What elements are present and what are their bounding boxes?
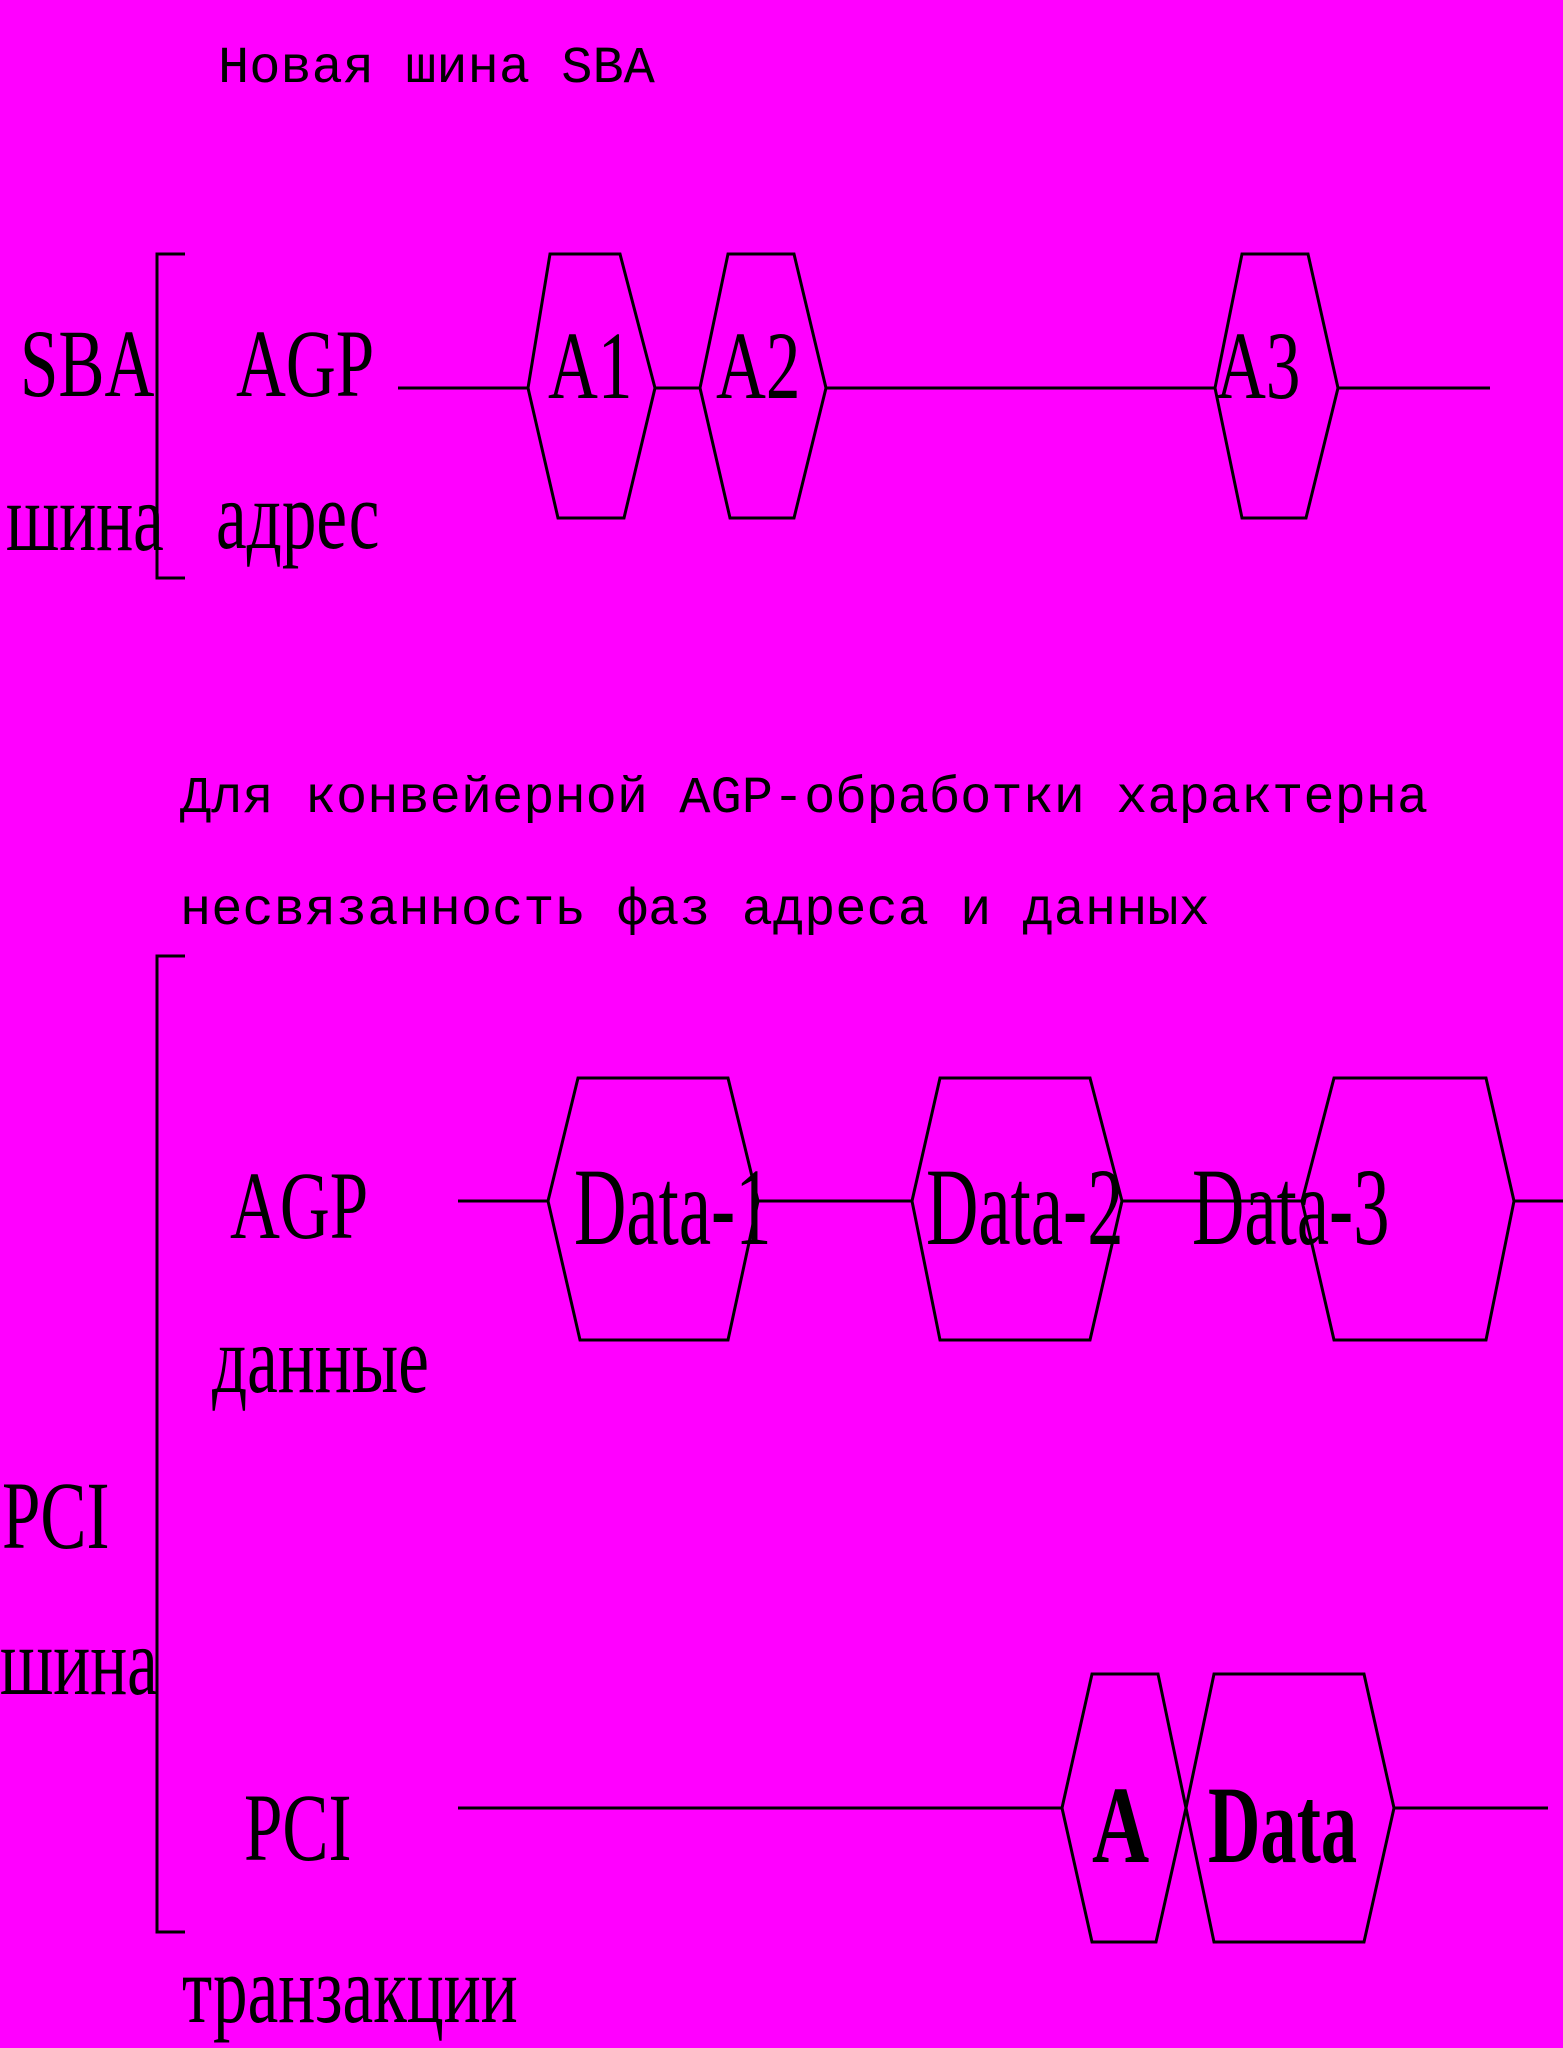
pipeline-caption-line1: Для конвейерной AGP-обработки характерна: [180, 769, 1428, 828]
pci-group-label-line2: шина: [0, 1609, 158, 1716]
sba-group-label-line1: SBA: [20, 311, 154, 418]
phase-label-a3: A3: [1216, 313, 1300, 420]
pipeline-caption-line2: несвязанность фаз адреса и данных: [180, 881, 1210, 940]
phase-label-data: Data: [1208, 1765, 1357, 1887]
phase-label-a2: A2: [716, 313, 800, 420]
pci-signal-label-line1: PCI: [244, 1775, 352, 1882]
agp-data-label-line1: AGP: [230, 1153, 368, 1260]
agp-address-signal: A1 A2 A3: [398, 252, 1490, 520]
sba-group-bracket: [155, 252, 185, 580]
agp-address-label-line1: AGP: [236, 311, 374, 418]
phase-label-data-2: Data-2: [926, 1147, 1124, 1269]
sba-group-label-line2: шина: [6, 465, 164, 572]
agp-address-label-line2: адрес: [216, 463, 379, 570]
phase-label-a1: A1: [548, 313, 632, 420]
pci-signal-label-line2: транзакции: [182, 1937, 518, 2044]
phase-label-data-3: Data-3: [1192, 1147, 1390, 1269]
sba-caption: Новая шина SBA: [218, 39, 656, 98]
pci-group-label-line1: PCI: [2, 1463, 110, 1570]
phase-label-data-1: Data-1: [574, 1147, 772, 1269]
agp-data-signal: Data-1 Data-2 Data-3: [458, 1076, 1563, 1342]
pci-transaction-signal: A Data: [458, 1672, 1548, 1944]
agp-data-label-line2: данные: [212, 1307, 429, 1414]
phase-label-a: A: [1092, 1764, 1149, 1886]
pci-group-bracket: [155, 954, 185, 1934]
